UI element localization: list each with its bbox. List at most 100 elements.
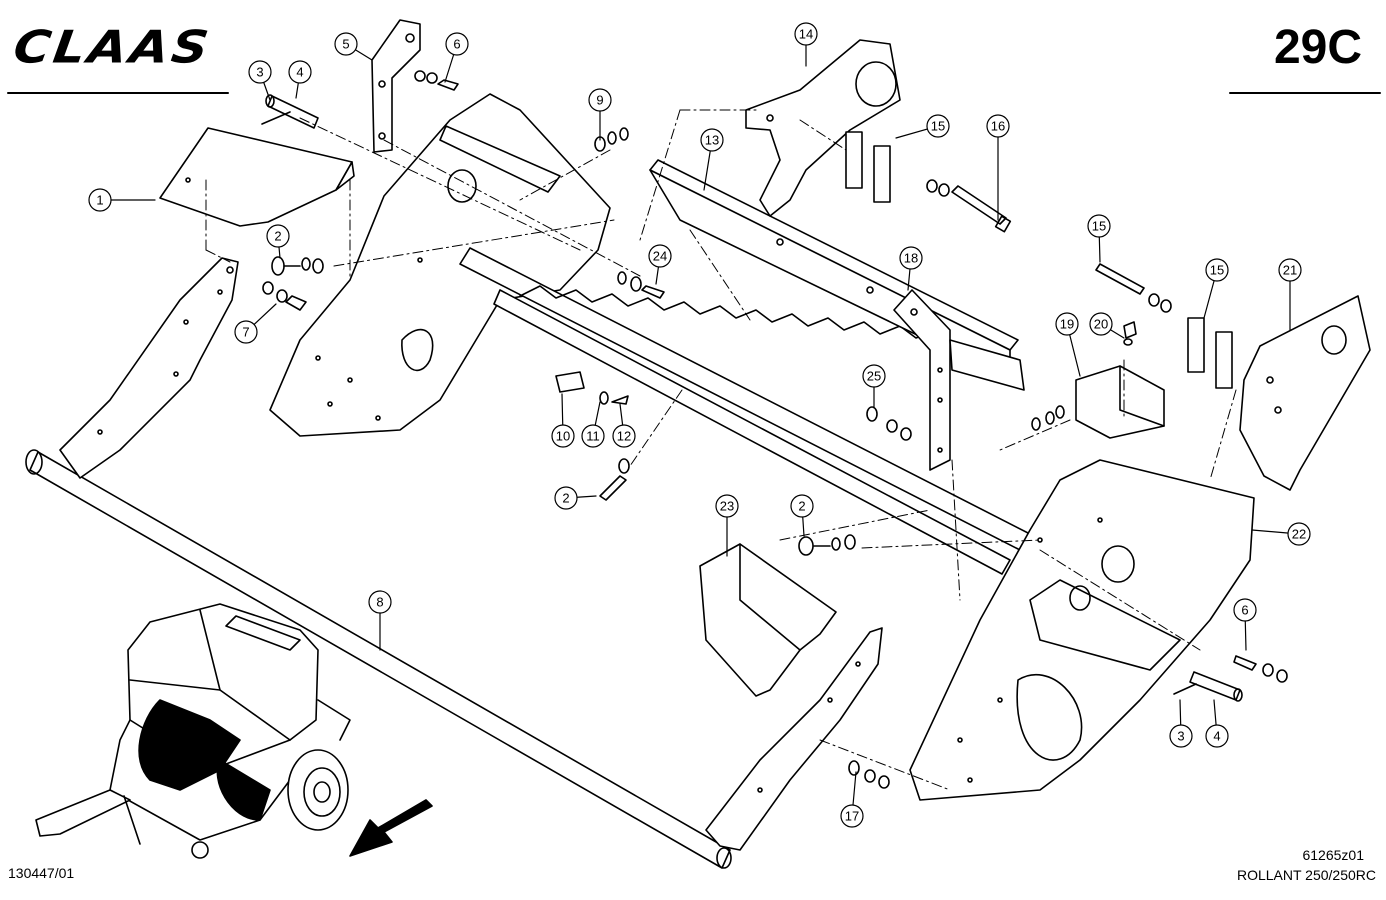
assembly-lines — [205, 109, 1237, 791]
bolt-part-2-left — [271, 256, 324, 276]
callout-circle — [1089, 312, 1113, 336]
callout-label: 4 — [1213, 729, 1220, 744]
callout-25: 25 — [862, 364, 886, 409]
callout-6: 6 — [1233, 598, 1257, 651]
callout-circle — [88, 188, 112, 212]
callout-label: 2 — [798, 499, 805, 514]
cover-part-1 — [159, 127, 355, 227]
bracket-part-14 — [745, 39, 901, 217]
callout-circle — [1287, 522, 1311, 546]
callout-circle — [368, 590, 392, 614]
callout-circle — [648, 244, 672, 268]
callout-9: 9 — [588, 88, 612, 141]
callout-3: 3 — [248, 60, 272, 101]
callout-20: 20 — [1089, 312, 1125, 339]
callout-16: 16 — [986, 114, 1010, 221]
callout-label: 22 — [1292, 527, 1306, 542]
callout-label: 15 — [1092, 219, 1106, 234]
callout-circle — [612, 424, 636, 448]
callout-7: 7 — [234, 303, 277, 344]
callout-label: 3 — [1177, 729, 1184, 744]
baler-overview-inset — [35, 603, 351, 859]
callout-label: 12 — [617, 429, 631, 444]
bolt-part-20 — [1123, 321, 1137, 346]
bolt-part-2-mid — [599, 458, 630, 501]
bracket-part-5 — [371, 19, 421, 153]
callout-6: 6 — [444, 32, 469, 83]
callout-12: 12 — [612, 403, 636, 448]
callout-circle — [926, 114, 950, 138]
cover-part-23 — [699, 543, 837, 697]
direction-arrow-icon — [349, 799, 433, 857]
callout-circle — [700, 128, 724, 152]
clamp-part-15-top — [845, 131, 891, 203]
callout-2: 2 — [554, 486, 597, 510]
callout-10: 10 — [551, 393, 575, 448]
bolt-part-16-top — [926, 179, 1012, 233]
pin-part-4-right — [1173, 671, 1243, 702]
document-number: 130447/01 — [8, 865, 75, 881]
callout-circle — [581, 424, 605, 448]
callout-label: 15 — [1210, 263, 1224, 278]
bolt-part-6-top — [414, 70, 459, 91]
callout-17: 17 — [840, 771, 864, 828]
bracket-part-21 — [1239, 295, 1371, 491]
knife-bar — [459, 247, 1031, 575]
callout-1: 1 — [88, 188, 156, 212]
callout-label: 23 — [720, 499, 734, 514]
callout-circle — [588, 88, 612, 112]
callout-circle — [794, 22, 818, 46]
callout-label: 17 — [845, 809, 859, 824]
callout-circle — [1205, 258, 1229, 282]
callout-label: 7 — [242, 325, 249, 340]
callout-label: 15 — [931, 119, 945, 134]
callout-label: 3 — [256, 65, 263, 80]
bolt-part-24 — [617, 271, 665, 299]
callout-label: 2 — [562, 491, 569, 506]
callout-label: 20 — [1094, 317, 1108, 332]
callout-circle — [288, 60, 312, 84]
callout-13: 13 — [700, 128, 724, 191]
callout-circle — [1278, 258, 1302, 282]
callout-label: 21 — [1283, 263, 1297, 278]
callout-circle — [790, 494, 814, 518]
callout-5: 5 — [334, 32, 373, 61]
callout-3: 3 — [1169, 699, 1193, 748]
callout-label: 9 — [596, 93, 603, 108]
callout-circle — [899, 246, 923, 270]
callout-circle — [1055, 312, 1079, 336]
drawing-number: 61265z01 — [1302, 847, 1364, 863]
callout-label: 25 — [867, 369, 881, 384]
bolt-part-16-right — [1095, 263, 1172, 313]
clamp-part-15-right — [1187, 317, 1233, 389]
callout-circle — [1169, 724, 1193, 748]
callout-24: 24 — [648, 244, 672, 285]
callout-circle — [445, 32, 469, 56]
callout-label: 19 — [1060, 317, 1074, 332]
callout-21: 21 — [1278, 258, 1302, 331]
callout-circle — [862, 364, 886, 388]
callout-label: 24 — [653, 249, 667, 264]
callout-15: 15 — [1087, 214, 1111, 263]
callout-label: 6 — [453, 37, 460, 52]
callout-label: 2 — [274, 229, 281, 244]
callout-circle — [1087, 214, 1111, 238]
callout-23: 23 — [715, 494, 739, 557]
callout-label: 16 — [991, 119, 1005, 134]
cover-part-19 — [1075, 365, 1165, 439]
callout-circle — [554, 486, 578, 510]
callout-circle — [1205, 724, 1229, 748]
model-name: ROLLANT 250/250RC — [1236, 867, 1376, 883]
callout-22: 22 — [1251, 522, 1311, 546]
callout-2: 2 — [266, 224, 290, 259]
bolt-part-6-right — [1233, 655, 1288, 683]
callout-circle — [266, 224, 290, 248]
callout-circle — [234, 320, 258, 344]
callout-circle — [986, 114, 1010, 138]
callout-circle — [551, 424, 575, 448]
callout-4: 4 — [1205, 699, 1229, 748]
page-code: 29C — [1273, 21, 1362, 74]
callout-circle — [715, 494, 739, 518]
callout-18: 18 — [899, 246, 923, 291]
